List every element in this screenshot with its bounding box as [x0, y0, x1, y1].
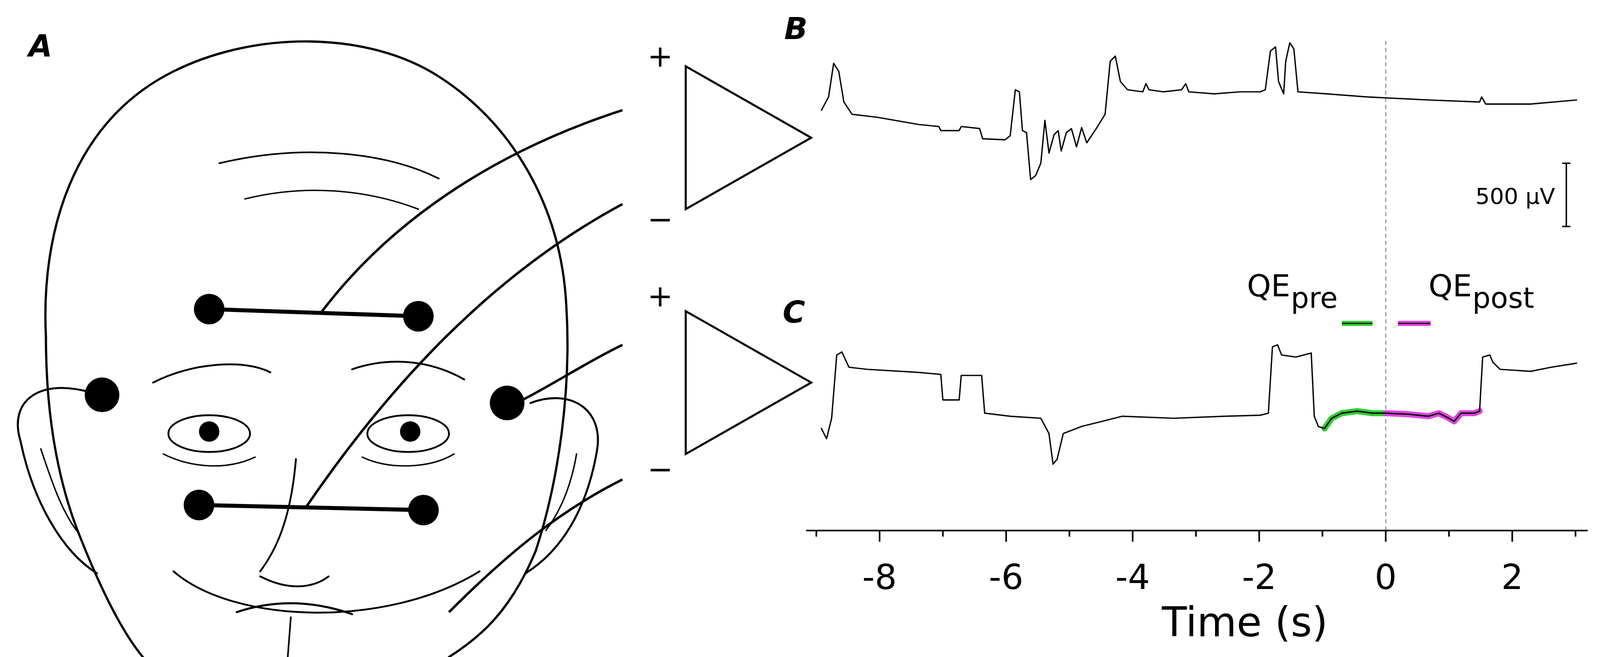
polarity-sign: − — [647, 203, 673, 235]
tick-label: -4 — [1115, 559, 1150, 595]
scale-bar — [1562, 163, 1571, 227]
period-subscript: pre — [1290, 283, 1338, 313]
panel-letter: B — [784, 13, 808, 45]
polarity-sign: + — [647, 280, 673, 312]
electrodes — [84, 293, 525, 526]
period-label: QE — [1246, 270, 1291, 302]
period-label: QE — [1428, 270, 1473, 302]
electrode-wires — [305, 110, 623, 612]
period-subscript: post — [1472, 283, 1534, 313]
tick-label: -6 — [989, 559, 1024, 595]
polarity-sign: + — [647, 40, 673, 72]
period-markers — [1341, 322, 1431, 324]
amplifier-symbol — [685, 66, 812, 454]
tick-label: -2 — [1241, 559, 1277, 595]
axis-title: Time (s) — [1161, 602, 1328, 644]
scale-label: 500 µV — [1475, 185, 1555, 209]
tick-label: -8 — [862, 559, 897, 595]
signal-traces — [821, 42, 1577, 464]
tick-label: 0 — [1374, 559, 1397, 595]
panel-letter: C — [782, 296, 806, 328]
polarity-sign: − — [647, 453, 673, 485]
time-zero-line — [1385, 40, 1386, 531]
tick-label: 2 — [1501, 559, 1524, 595]
panel-letter: A — [28, 30, 53, 62]
face-drawing — [17, 41, 599, 657]
time-axis — [806, 530, 1589, 542]
